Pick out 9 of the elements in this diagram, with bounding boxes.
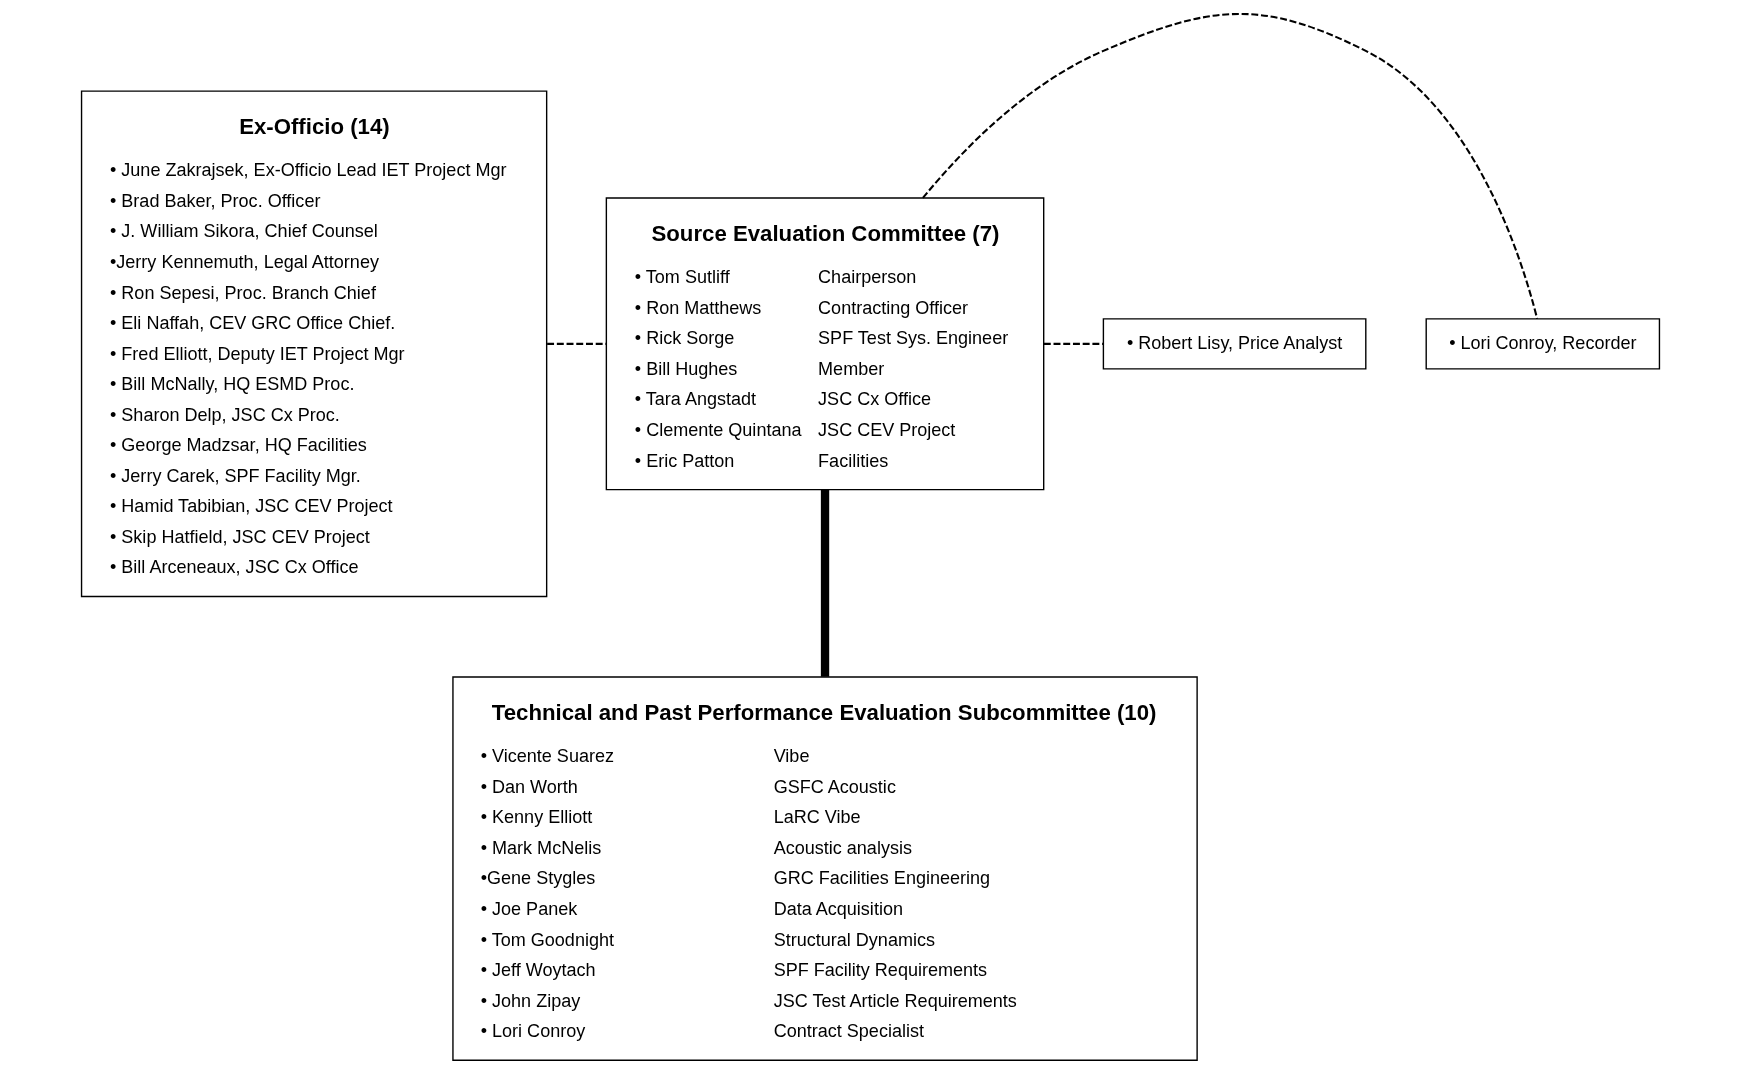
node-box: • Robert Lisy, Price Analyst [1102,318,1367,370]
connector [922,13,1539,320]
node-box: Technical and Past Performance Evaluation Subcommittee (10) • Vicente Suarez Vibe • Dan Worth GSFC Acoustic • Kenny Elliott LaRC Vibe • Mark McNelis Acoustic analysis •Gene Stygles GRC Facilities Engineering • Joe Panek Data Acquisition • Tom Goodnight Structural Dynamics • Jeff Woytach SPF Facility Requirements • John Zipay JSC Test Article Requirements • Lori Conroy Contract Specialist [452,676,1198,1061]
node-box: Source Evaluation Committee (7) • Tom Sutliff Chairperson • Ron Matthews Contracting Officer • Rick Sorge SPF Test Sys. Engineer • Bill Hughes Member • Tara Angstadt JSC Cx Office • Clemente Quintana JSC CEV Project • Eric Patton Facilities [605,197,1045,491]
connector [820,489,830,677]
node-box: • Lori Conroy, Recorder [1425,318,1661,370]
node-box: Ex-Officio (14) • June Zakrajsek, Ex-Officio Lead IET Project Mgr • Brad Baker, Proc. Officer • J. William Sikora, Chief Counsel •Jerry Kennemuth, Legal Attorney • Ron Sepesi, Proc. Branch Chief • Eli Naffah, CEV GRC Office Chief. • Fred Elliott, Deputy IET Project Mgr • Bill McNally, HQ ESMD Proc. • Sharon Delp, JSC Cx Proc. • George Madzsar, HQ Facilities • Jerry Carek, SPF Facility Mgr. • Hamid Tabibian, JSC CEV Project • Skip Hatfield, JSC CEV Project • Bill Arceneaux, JSC Cx Office [80,90,548,598]
connector [547,342,607,345]
connector [1043,342,1104,345]
